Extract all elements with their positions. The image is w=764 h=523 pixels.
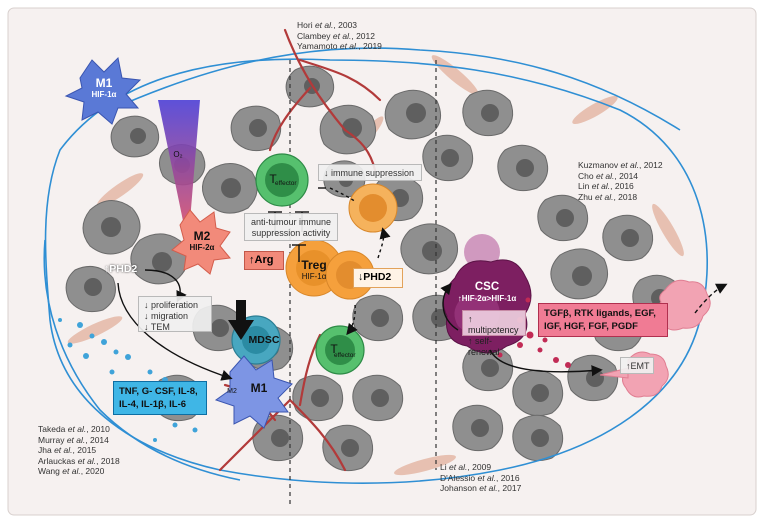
refs-right: Kuzmanov et al., 2012 Cho et al., 2014 L…	[578, 160, 663, 202]
proliferation-line-3: ↓ TEM	[144, 322, 170, 332]
vessel-boundary	[43, 47, 709, 484]
phd2-mid-badge: ↓PHD2	[353, 268, 403, 288]
mdsc-label: MDSC	[248, 334, 280, 346]
ref-item: Zhu et al., 2018	[578, 191, 638, 202]
refs-top-center: Hori et al., 2003 Clambey et al., 2012 Y…	[297, 20, 382, 52]
t-effector-bottom-cell	[315, 325, 365, 375]
treg-hif-label: HIF-1α	[301, 272, 327, 281]
m1-macrophage-bottom	[214, 355, 293, 429]
csc-hif-label: ↑HIF-2α>HIF-1α	[457, 294, 517, 303]
o2-gradient	[158, 100, 200, 245]
emt-box: ↑EMT	[620, 357, 654, 374]
arg-badge: ↑Arg	[244, 251, 284, 270]
m1-macrophage-top	[64, 56, 142, 125]
ref-item: Cho et al., 2014	[578, 170, 639, 181]
t-effector-bottom-main: T	[330, 342, 338, 356]
m2-label: M2	[193, 229, 211, 243]
m2-small-label: M2	[227, 388, 237, 395]
m2-hif-label: HIF-2α	[189, 243, 215, 252]
treg-label: Treg	[301, 258, 327, 272]
blood-vessels	[218, 28, 382, 472]
ref-item: Jha et al., 2015	[38, 445, 97, 455]
t-effector-top-sub: effector	[275, 180, 297, 187]
cytokine-line-1: TNF, G- CSF, IL-8,	[119, 386, 198, 397]
multipotency-box: ↑ multipotency ↑ self-renewal	[462, 310, 526, 357]
o2-label: O₂	[173, 150, 183, 159]
t-effector-bottom-sub: effector	[334, 352, 356, 359]
growth-factor-line-1: TGFβ, RTK ligands, EGF,	[544, 308, 656, 319]
ref-item: Clambey et al., 2012	[297, 30, 375, 41]
cytokine-box: TNF, G- CSF, IL-8, IL-4, IL-1β, IL-6	[113, 381, 207, 415]
anti-tumour-line-2: suppression activity	[251, 228, 331, 238]
ref-item: Li et al., 2009	[440, 462, 492, 472]
anti-tumour-box: anti-tumour immune suppression activity	[244, 213, 338, 241]
refs-bottom-center: Li et al., 2009 D'Alessio et al., 2016 J…	[440, 462, 521, 494]
growth-factor-box: TGFβ, RTK ligands, EGF, IGF, HGF, FGF, P…	[538, 303, 668, 337]
anti-tumour-line-1: anti-tumour immune	[250, 217, 332, 227]
immune-suppression-box: ↓ immune suppression	[318, 164, 422, 181]
ref-item: Murray et al., 2014	[38, 434, 109, 445]
refs-bottom-left: Takeda et al., 2010 Murray et al., 2014 …	[38, 424, 120, 477]
ref-item: Johanson et al., 2017	[440, 483, 522, 493]
ref-item: Wang et al., 2020	[38, 466, 105, 476]
ref-item: Lin et al., 2016	[578, 181, 634, 191]
ref-item: Arlauckas et al., 2018	[38, 455, 120, 466]
proliferation-line-1: ↓ proliferation	[144, 300, 199, 310]
proliferation-line-2: ↓ migration	[144, 311, 189, 321]
ref-item: Yamamoto et al., 2019	[297, 41, 382, 51]
phd2-left-label: ↑PHD2	[104, 263, 138, 275]
ref-item: Hori et al., 2003	[297, 20, 358, 30]
multipotency-line-1: ↑ multipotency	[468, 314, 519, 335]
growth-factor-line-2: IGF, HGF, FGF, PGDF	[544, 321, 638, 332]
m2-macrophage	[171, 209, 231, 275]
csc-label: CSC	[474, 281, 500, 293]
multipotency-line-2: ↑ self-renewal	[468, 336, 500, 357]
m1-top-hif-label: HIF-1α	[91, 90, 117, 99]
ref-item: D'Alessio et al., 2016	[440, 472, 520, 483]
ref-item: Takeda et al., 2010	[38, 424, 110, 434]
t-effector-top-main: T	[269, 172, 277, 186]
t-effector-top-cell	[255, 153, 309, 207]
m1-top-label: M1	[95, 76, 113, 90]
mdsc-arrow	[228, 300, 254, 340]
cytokine-line-2: IL-4, IL-1β, IL-6	[119, 399, 187, 410]
m1-bottom-label: M1	[250, 381, 268, 395]
proliferation-box: ↓ proliferation ↓ migration ↓ TEM	[138, 296, 212, 332]
ref-item: Kuzmanov et al., 2012	[578, 160, 663, 170]
